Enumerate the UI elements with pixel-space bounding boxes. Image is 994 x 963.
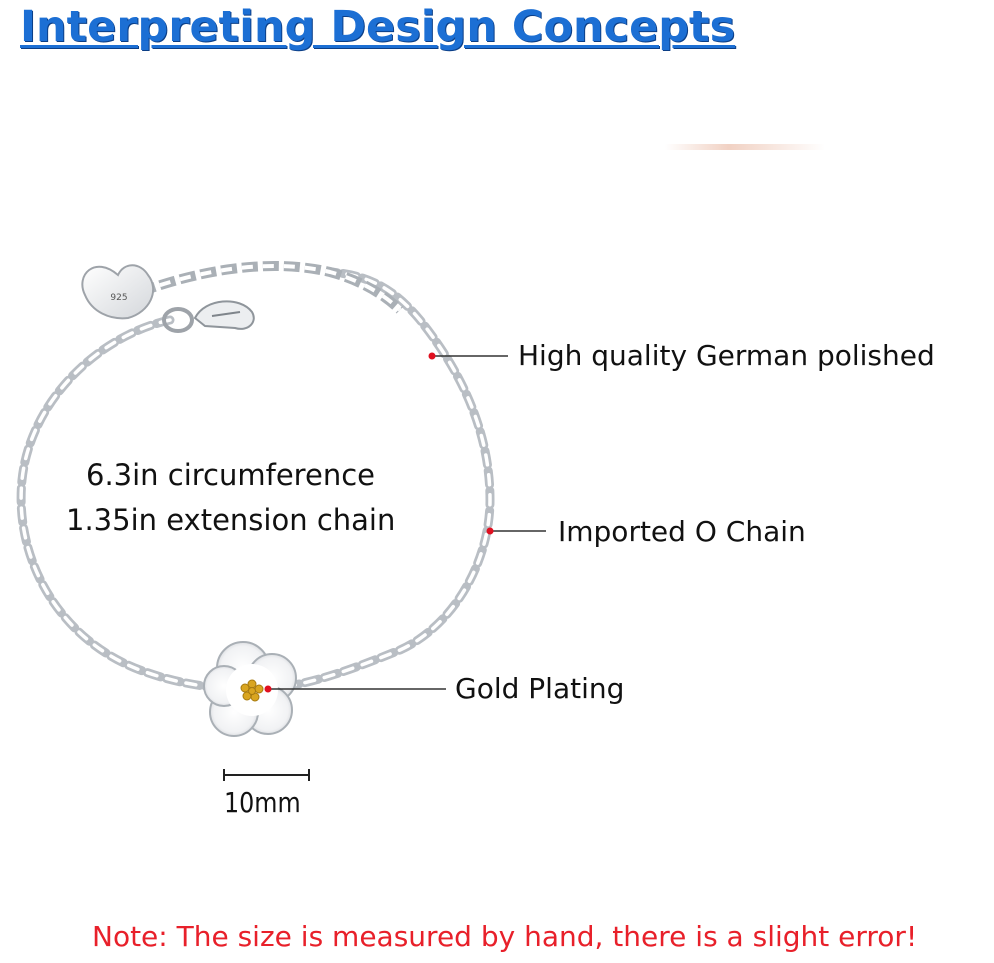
gold-center xyxy=(240,679,264,702)
callout-plating xyxy=(264,685,446,693)
spec-circumference: 6.3in circumference xyxy=(86,458,375,492)
label-o-chain: Imported O Chain xyxy=(558,515,806,548)
background-glare xyxy=(665,144,825,150)
scale-bar xyxy=(223,769,310,781)
heart-tag-icon: 925 xyxy=(81,264,155,320)
lobster-clasp-icon xyxy=(162,300,255,333)
page-title: Interpreting Design Concepts xyxy=(20,2,736,52)
callout-chain xyxy=(486,527,546,535)
label-polished: High quality German polished xyxy=(518,339,935,372)
bracelet-chain xyxy=(16,267,495,695)
tag-engraving: 925 xyxy=(110,293,127,303)
extension-chain xyxy=(138,261,404,314)
callout-polished xyxy=(428,352,508,360)
spec-extension: 1.35in extension chain xyxy=(66,503,396,537)
scale-label: 10mm xyxy=(224,786,301,819)
measurement-note: Note: The size is measured by hand, ther… xyxy=(92,920,918,953)
label-gold-plating: Gold Plating xyxy=(455,672,625,705)
